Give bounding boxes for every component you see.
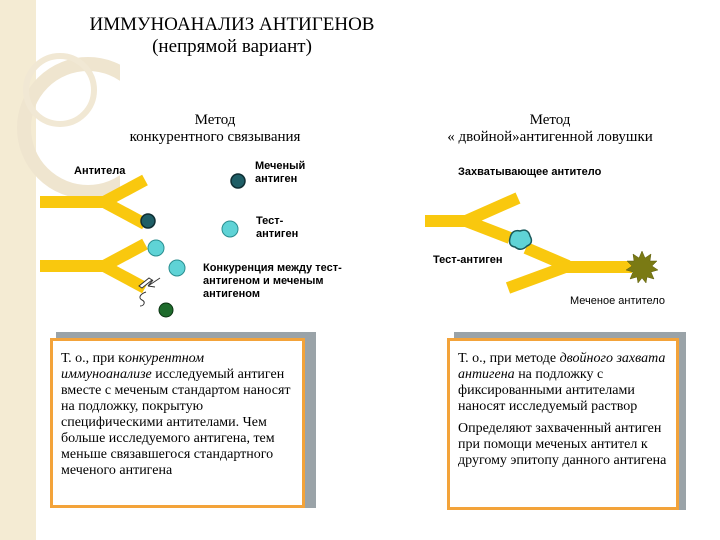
right-summary-box: Т. о., при методе двойного захвата антиг… (447, 338, 679, 510)
right-summary-para-1: Т. о., при методе двойного захвата антиг… (458, 351, 668, 415)
label-test-antigen-right: Тест-антиген (433, 254, 503, 267)
label-labeled-antibody: Меченое антитело (570, 295, 665, 308)
label-labeled-antigen: Меченый антиген (255, 160, 305, 186)
labeled-antibody-shape (508, 248, 632, 288)
test-antigen-legend (222, 221, 238, 237)
label-antibodies: Антитела (74, 165, 125, 178)
label-labeled-antigen-line-2: антиген (255, 173, 305, 186)
label-test-antigen: Тест- антиген (256, 215, 298, 241)
label-labeled-antigen-line-1: Меченый (255, 160, 305, 173)
left-summary-post: исследуемый антиген вместе с меченым ста… (61, 367, 291, 478)
antibody-shape-2 (40, 244, 145, 288)
label-test-antigen-line-2: антиген (256, 228, 298, 241)
label-test-antigen-line-1: Тест- (256, 215, 298, 228)
label-competition: Конкуренция между тест- антигеном и мече… (203, 262, 342, 301)
label-capture-antibody: Захватывающее антитело (458, 166, 601, 179)
test-antigen-on-antibody (148, 240, 164, 256)
labeled-antigen-legend (231, 174, 245, 188)
labeled-antigen-on-antibody (141, 214, 155, 228)
antibody-shape-1 (40, 180, 145, 224)
right-summary-pre: Т. о., при методе (458, 351, 560, 366)
label-competition-line-2: антигеном и меченым (203, 275, 342, 288)
left-summary-pre: Т. о., при к (61, 351, 125, 366)
label-competition-line-1: Конкуренция между тест- (203, 262, 342, 275)
left-summary-box: Т. о., при конкурентном иммуноанализе ис… (50, 338, 305, 508)
label-competition-line-3: антигеном (203, 288, 342, 301)
test-antigen-approaching (169, 260, 185, 276)
label-star (626, 251, 658, 283)
dark-green-antigen (159, 303, 173, 317)
capture-antibody-shape (425, 198, 518, 238)
left-summary-text: Т. о., при конкурентном иммуноанализе ис… (61, 351, 294, 479)
right-summary-para-2: Определяют захваченный антиген при помощ… (458, 421, 668, 469)
